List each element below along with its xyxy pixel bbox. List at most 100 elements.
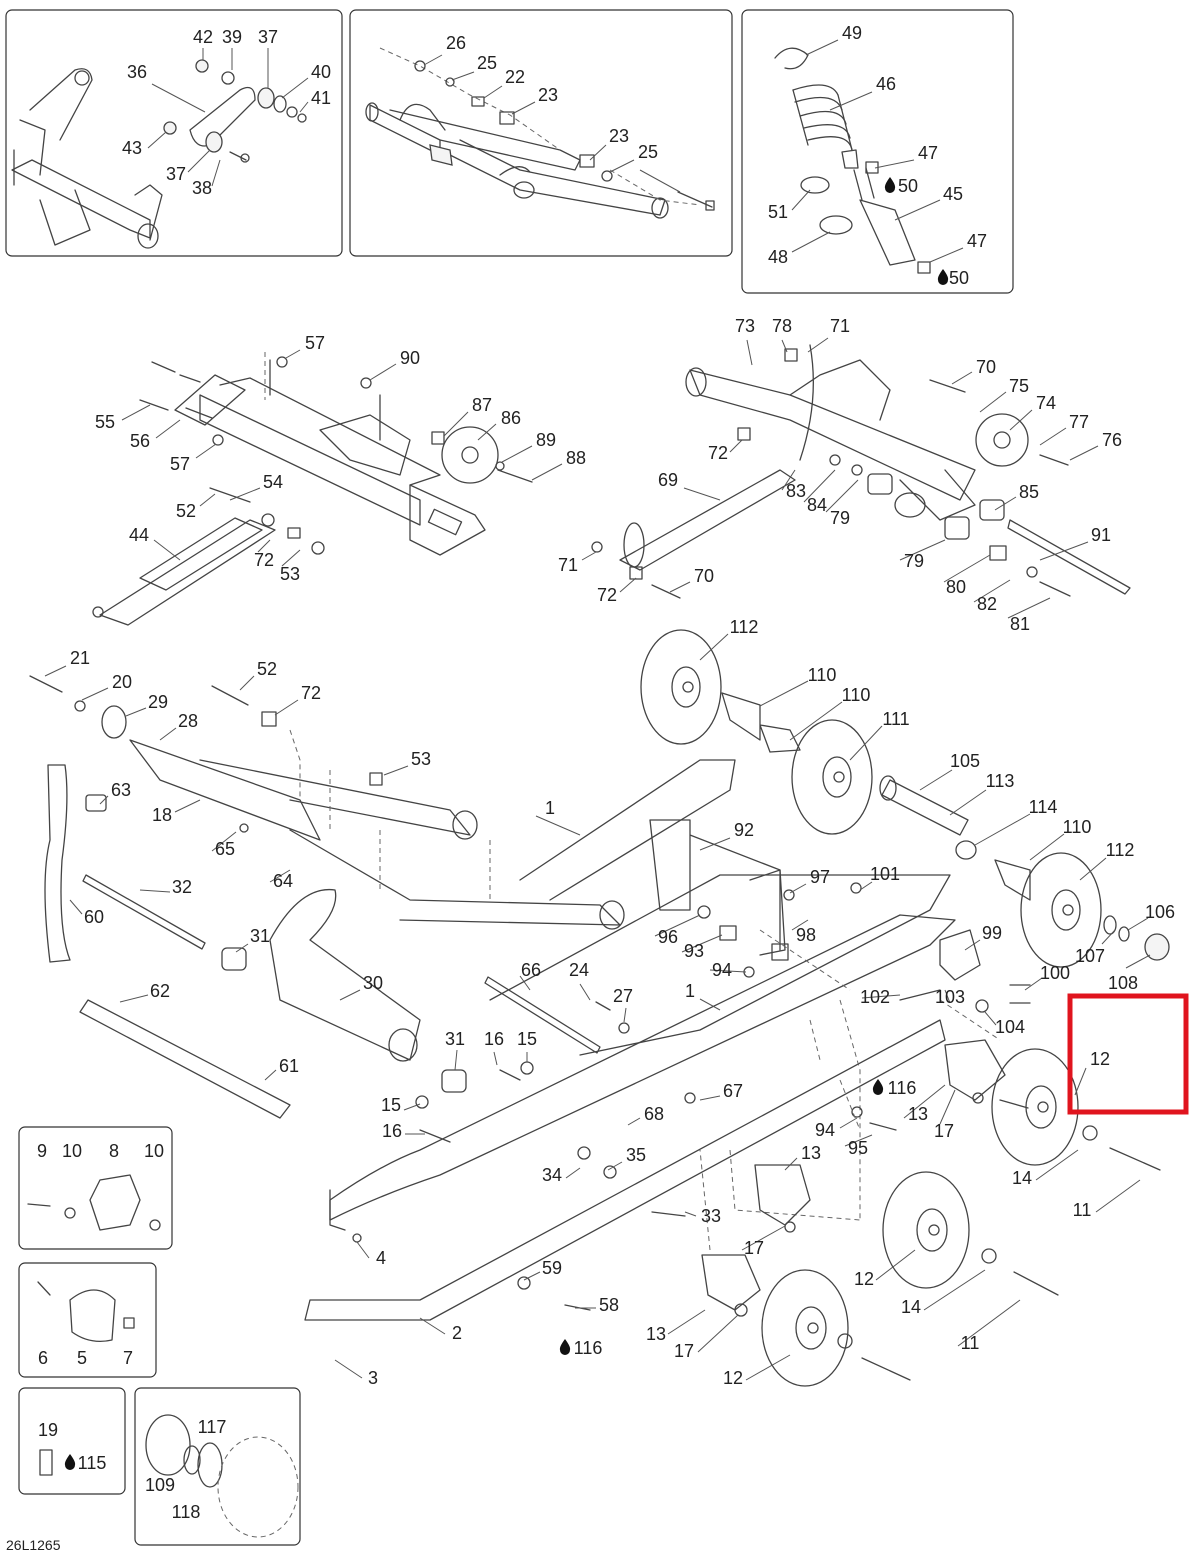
callout-c32: 32 bbox=[172, 877, 192, 897]
oil-drop-icon-d50a bbox=[884, 177, 896, 193]
callout-c33: 33 bbox=[701, 1206, 721, 1226]
callout-c83: 83 bbox=[786, 481, 806, 501]
callout-c68: 68 bbox=[644, 1104, 664, 1124]
callout-c11b: 11 bbox=[961, 1333, 980, 1353]
rear-shock-drawing bbox=[774, 47, 931, 274]
callout-c94a: 94 bbox=[712, 960, 732, 980]
callout-c58: 58 bbox=[599, 1295, 619, 1315]
inset-box-front-arm bbox=[349, 9, 733, 257]
callout-c16a: 16 bbox=[484, 1029, 504, 1049]
callout-c56: 56 bbox=[130, 431, 150, 451]
callout-c17a: 17 bbox=[934, 1121, 954, 1141]
callout-c91: 91 bbox=[1091, 525, 1111, 545]
callout-c7: 7 bbox=[123, 1348, 133, 1368]
callout-c9: 9 bbox=[37, 1141, 47, 1161]
callout-c1b: 1 bbox=[685, 981, 695, 1001]
callout-c22: 22 bbox=[505, 67, 525, 87]
oil-drop-icons bbox=[64, 177, 949, 1470]
callout-c110a: 110 bbox=[808, 665, 837, 685]
linkage-assembly-drawing bbox=[11, 59, 307, 249]
callout-c13a: 13 bbox=[908, 1104, 928, 1124]
callout-c29: 29 bbox=[148, 692, 168, 712]
callout-c111: 111 bbox=[882, 709, 909, 729]
callout-c51: 51 bbox=[768, 202, 788, 222]
callout-c37a: 37 bbox=[258, 27, 278, 47]
callout-c34: 34 bbox=[542, 1165, 562, 1185]
callout-c41: 41 bbox=[311, 88, 331, 108]
callout-c57a: 57 bbox=[305, 333, 325, 353]
callout-c89: 89 bbox=[536, 430, 556, 450]
callout-c60: 60 bbox=[84, 907, 104, 927]
callout-c43: 43 bbox=[122, 138, 142, 158]
inset-box-wheel-bearing bbox=[134, 1387, 301, 1546]
callout-c20: 20 bbox=[112, 672, 132, 692]
callout-c11a: 11 bbox=[1073, 1200, 1092, 1220]
callout-c50b: 50 bbox=[949, 268, 969, 288]
callout-c69: 69 bbox=[658, 470, 678, 490]
callout-c16b: 16 bbox=[382, 1121, 402, 1141]
callout-c3: 3 bbox=[368, 1368, 378, 1388]
callout-c42: 42 bbox=[193, 27, 213, 47]
callout-c103: 103 bbox=[935, 987, 965, 1007]
callout-c71a: 71 bbox=[830, 316, 850, 336]
callout-c21: 21 bbox=[70, 648, 90, 668]
callout-c110b: 110 bbox=[842, 685, 871, 705]
idler-wheels-drawing bbox=[640, 629, 1170, 1387]
callout-c92: 92 bbox=[734, 820, 754, 840]
callout-c13b: 13 bbox=[801, 1143, 821, 1163]
callout-c72b: 72 bbox=[708, 443, 728, 463]
callout-c13c: 13 bbox=[646, 1324, 666, 1344]
callout-c18: 18 bbox=[152, 805, 172, 825]
callout-c23b: 23 bbox=[609, 126, 629, 146]
callout-c10b: 10 bbox=[144, 1141, 164, 1161]
callout-c117: 117 bbox=[198, 1417, 227, 1437]
skid-frame-drawing bbox=[29, 675, 1098, 1349]
callout-c65: 65 bbox=[215, 839, 235, 859]
callout-c54: 54 bbox=[263, 472, 283, 492]
callout-c6: 6 bbox=[38, 1348, 48, 1368]
callout-c39: 39 bbox=[222, 27, 242, 47]
callout-c15b: 15 bbox=[381, 1095, 401, 1115]
callout-c97: 97 bbox=[810, 867, 830, 887]
callout-c88: 88 bbox=[566, 448, 586, 468]
callout-c25b: 25 bbox=[638, 142, 658, 162]
callout-c94b: 94 bbox=[815, 1120, 835, 1140]
callout-c17b: 17 bbox=[744, 1238, 764, 1258]
callout-c106: 106 bbox=[1145, 902, 1175, 922]
callout-c75: 75 bbox=[1009, 376, 1029, 396]
callout-c38: 38 bbox=[192, 178, 212, 198]
callout-c86: 86 bbox=[501, 408, 521, 428]
callout-c25a: 25 bbox=[477, 53, 497, 73]
callout-c96: 96 bbox=[658, 927, 678, 947]
callout-c49: 49 bbox=[842, 23, 862, 43]
callout-c27: 27 bbox=[613, 986, 633, 1006]
callout-c93: 93 bbox=[684, 941, 704, 961]
front-arm-drawing bbox=[365, 47, 715, 219]
callout-c35: 35 bbox=[626, 1145, 646, 1165]
diagram-code: 26L1265 bbox=[6, 1537, 61, 1553]
callout-c47a: 47 bbox=[918, 143, 938, 163]
leader-lines bbox=[44, 39, 1151, 1381]
callout-c52a: 52 bbox=[176, 501, 196, 521]
callout-c110c: 110 bbox=[1063, 817, 1092, 837]
callout-c73: 73 bbox=[735, 316, 755, 336]
callout-c112b: 112 bbox=[1106, 840, 1135, 860]
inset-box-linkage bbox=[5, 9, 343, 257]
callout-c79b: 79 bbox=[904, 551, 924, 571]
callout-c101: 101 bbox=[870, 864, 900, 884]
callout-c5: 5 bbox=[77, 1348, 87, 1368]
callout-c66: 66 bbox=[521, 960, 541, 980]
callout-c72d: 72 bbox=[301, 683, 321, 703]
callout-c67: 67 bbox=[723, 1081, 743, 1101]
highlight-box-part-12 bbox=[1067, 993, 1189, 1115]
callout-c84: 84 bbox=[807, 495, 827, 515]
callout-c78: 78 bbox=[772, 316, 792, 336]
callout-c115: 115 bbox=[78, 1453, 107, 1473]
callout-c72a: 72 bbox=[254, 550, 274, 570]
callout-c80: 80 bbox=[946, 577, 966, 597]
callout-c79a: 79 bbox=[830, 508, 850, 528]
callout-c74: 74 bbox=[1036, 393, 1056, 413]
callout-c44: 44 bbox=[129, 525, 149, 545]
